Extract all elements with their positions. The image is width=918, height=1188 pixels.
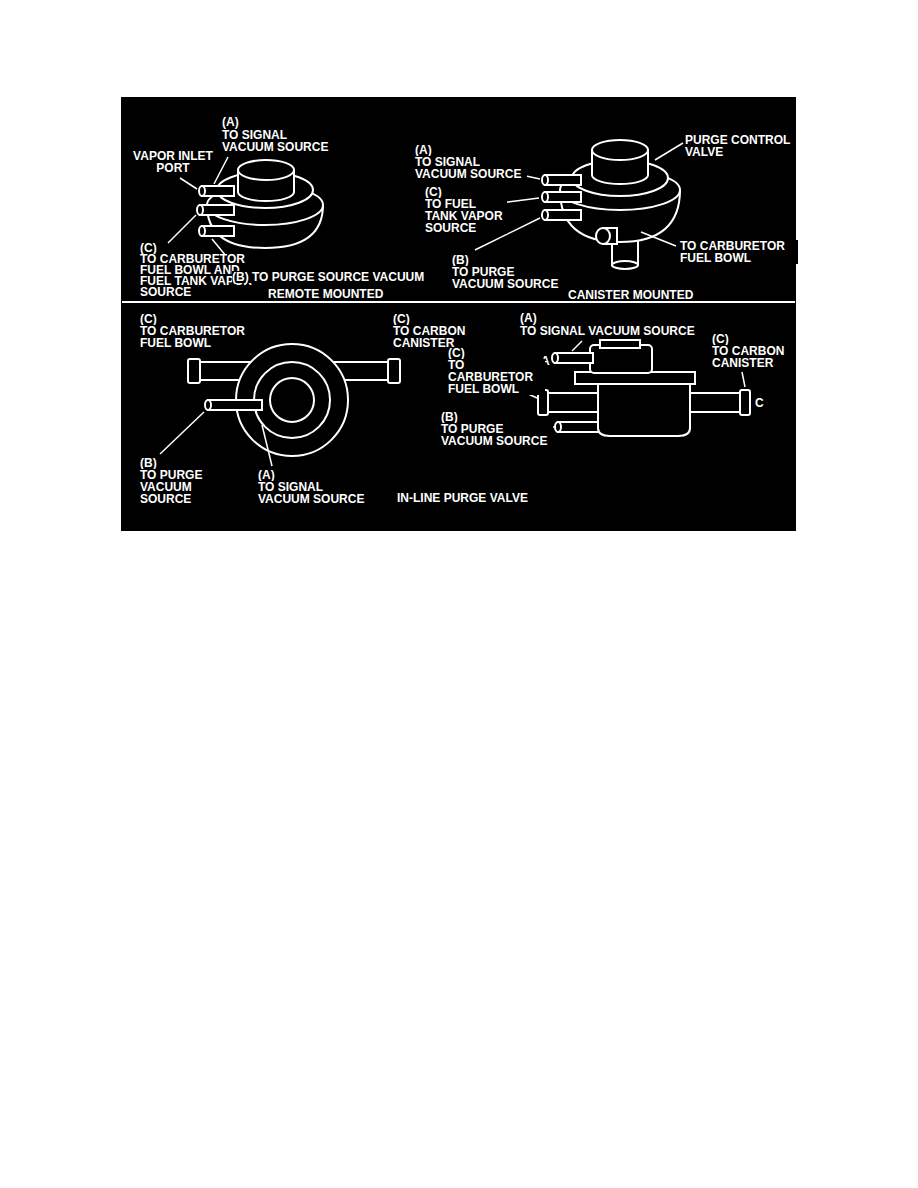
port-label: TO PURGE VACUUM SOURCE (140, 469, 206, 505)
leader-line (742, 372, 745, 387)
leader-line (526, 176, 540, 179)
leader-line (572, 341, 582, 351)
leader-line (641, 232, 676, 246)
divider-line (122, 301, 795, 303)
port-label: TO CARBON CANISTER (712, 345, 788, 369)
inline-valve-top (254, 362, 330, 438)
port-label: TO SIGNAL VACUUM SOURCE (415, 156, 527, 180)
port-label: TO SIGNAL VACUUM SOURCE (258, 481, 370, 505)
inline-valve-top (388, 359, 400, 383)
canister-valve (545, 175, 581, 185)
port-label: TO FUEL TANK VAPOR SOURCE (425, 198, 507, 234)
callout-letter: (C) (448, 347, 465, 359)
callout-letter: (A) (415, 144, 432, 156)
remote-valve (202, 186, 234, 196)
canister-valve (596, 228, 610, 244)
remote-valve (200, 205, 234, 215)
leader-line (180, 178, 197, 189)
leader-line (160, 412, 272, 466)
inline-valve-side (600, 340, 640, 348)
port-label: TO CARBURETOR FUEL BOWL (448, 359, 545, 395)
port-label: TO CARBURETOR FUEL BOWL (680, 240, 798, 264)
leader-line (214, 157, 228, 184)
leader-line (655, 143, 683, 160)
canister-valve (542, 192, 548, 202)
canister-valve (545, 210, 581, 220)
remote-valve (199, 186, 205, 196)
inline-valve-side (555, 353, 593, 363)
callout-letter: (C) (425, 186, 442, 198)
callout-letter: (C) (393, 313, 410, 325)
leader-line (262, 425, 272, 466)
remote-valve (238, 160, 294, 180)
port-label: (B) TO PURGE SOURCE VACUUM (232, 271, 424, 283)
leader-line (160, 412, 204, 454)
inline-valve-side (552, 353, 558, 363)
port-label: TO SIGNAL VACUUM SOURCE (222, 129, 334, 153)
view-title: CANISTER MOUNTED (568, 289, 693, 301)
view-title: REMOTE MOUNTED (268, 288, 383, 300)
inline-valve-top (188, 359, 200, 383)
port-label: TO SIGNAL VACUUM SOURCE (520, 325, 695, 337)
remote-valve (202, 226, 234, 236)
port-label: TO CARBON CANISTER (393, 325, 469, 349)
callout-letter: (C) (140, 313, 157, 325)
inline-valve-side (590, 345, 652, 373)
canister-valve (612, 261, 638, 269)
leader-line (510, 341, 745, 429)
remote-valve (199, 226, 205, 236)
callout-letter: (C) (140, 242, 157, 254)
callout-letter: (B) (452, 254, 469, 266)
inline-valve-side (555, 422, 561, 432)
inline-valve-top (188, 344, 400, 456)
callout-letter: (A) (520, 312, 537, 324)
leader-line (168, 215, 196, 243)
view-title: IN-LINE PURGE VALVE (397, 492, 528, 504)
inline-valve-side (740, 390, 750, 415)
remote-valve (197, 205, 203, 215)
inline-valve-top (208, 400, 262, 410)
callout-letter: (B) (140, 457, 157, 469)
part-label: PURGE CONTROL VALVE (685, 134, 793, 158)
inline-valve-top (270, 378, 314, 422)
port-letter: C (755, 397, 764, 409)
port-label: TO PURGE VACUUM SOURCE (452, 266, 564, 290)
port-label: TO PURGE VACUUM SOURCE (441, 423, 553, 447)
inline-valve-side (558, 422, 600, 432)
canister-valve (542, 140, 680, 269)
inline-valve-top (205, 400, 211, 410)
port-label: TO CARBURETOR FUEL BOWL (140, 325, 258, 349)
inline-valve-side (598, 382, 690, 436)
panel-ground (121, 97, 796, 531)
callout-letter: (B) (441, 411, 458, 423)
canister-valve (592, 140, 648, 160)
port-label: VAPOR INLET PORT (130, 150, 216, 174)
canister-valve (542, 175, 548, 185)
callout-letter: (C) (712, 333, 729, 345)
callout-letter: (A) (222, 116, 239, 128)
canister-valve (545, 192, 581, 202)
canister-valve (542, 210, 548, 220)
callout-letter: (A) (258, 469, 275, 481)
